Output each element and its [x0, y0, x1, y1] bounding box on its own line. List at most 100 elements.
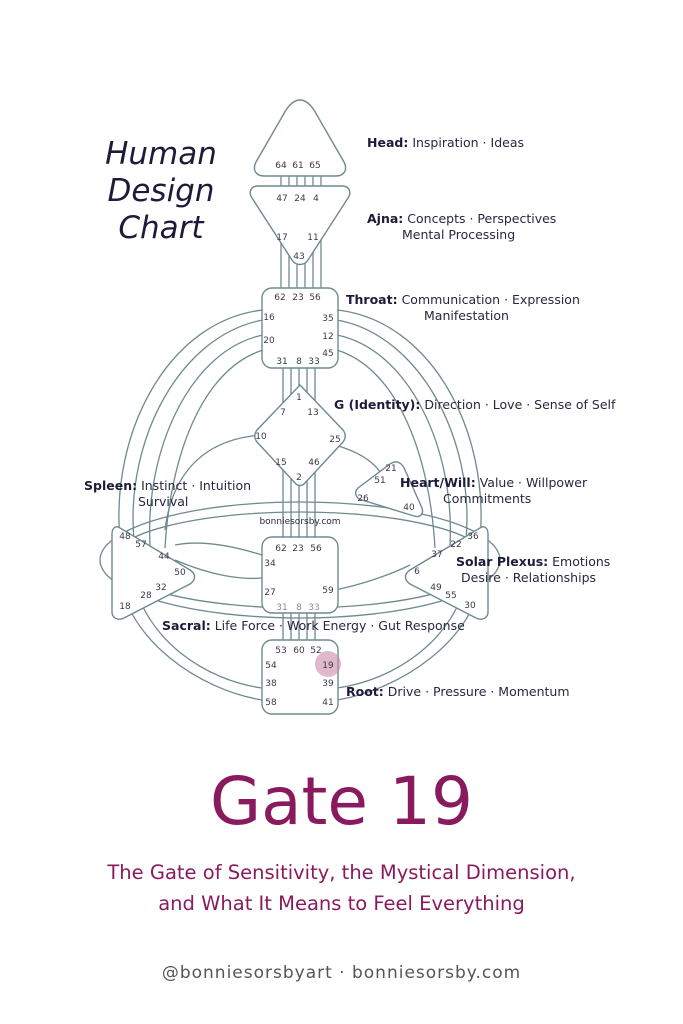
gate-8: 8 — [296, 357, 302, 367]
gate-31: 31 — [276, 357, 287, 367]
root-label-name: Root: — [346, 684, 384, 699]
gate-28: 28 — [140, 591, 152, 601]
gate-19: 19 — [322, 661, 334, 671]
ajna-label-desc: Concepts · Perspectives — [407, 211, 557, 226]
gate-24: 24 — [294, 194, 306, 204]
bodygraph-diagram: 64 61 65 47 24 4 17 11 43 62 23 56 16 20… — [99, 99, 501, 715]
gate-59: 59 — [322, 586, 334, 596]
gate-61: 61 — [292, 161, 303, 171]
ajna-label-name: Ajna: — [367, 211, 404, 226]
ajna-label-desc2: Mental Processing — [402, 227, 516, 242]
throat-label-desc2: Manifestation — [424, 308, 509, 323]
sacral-gate-8: 8 — [296, 603, 302, 613]
gate-65: 65 — [309, 161, 320, 171]
throat-label-desc: Communication · Expression — [401, 292, 580, 307]
gate-56: 56 — [309, 293, 321, 303]
gate-23: 23 — [292, 293, 303, 303]
solar-plexus-label: Solar Plexus: Emotions Desire · Relation… — [456, 554, 610, 586]
gate-1: 1 — [296, 393, 302, 403]
solar-plexus-label-desc: Emotions — [552, 554, 611, 569]
head-center — [253, 99, 347, 177]
root-label-desc: Drive · Pressure · Momentum — [387, 684, 570, 699]
throat-label-name: Throat: — [346, 292, 398, 307]
throat-center — [261, 287, 339, 369]
head-label-name: Head: — [367, 135, 409, 150]
sacral-gate-33: 33 — [308, 603, 319, 613]
gate-26: 26 — [357, 494, 369, 504]
gate-33: 33 — [308, 357, 319, 367]
gate-15: 15 — [275, 458, 286, 468]
gate-45: 45 — [322, 349, 333, 359]
gate-16: 16 — [263, 313, 275, 323]
gate-18: 18 — [119, 602, 131, 612]
watermark: bonniesorsby.com — [259, 517, 340, 527]
gate-21: 21 — [385, 464, 396, 474]
gate-34: 34 — [264, 559, 276, 569]
g-label: G (Identity): Direction · Love · Sense o… — [334, 397, 615, 413]
gate-subtitle: The Gate of Sensitivity, the Mystical Di… — [0, 857, 683, 919]
chart-title-line: Human — [105, 136, 217, 172]
sacral-label: Sacral: Life Force · Work Energy · Gut R… — [162, 618, 465, 634]
gate-subtitle-line: and What It Means to Feel Everything — [158, 892, 525, 915]
gate-49: 49 — [430, 583, 442, 593]
chart-title-line: Design — [107, 173, 215, 209]
gate-51: 51 — [374, 476, 385, 486]
solar-plexus-label-desc2: Desire · Relationships — [461, 570, 597, 585]
chart-title: Human Design Chart — [86, 136, 236, 247]
sacral-gate-56: 56 — [310, 544, 322, 554]
gate-12: 12 — [322, 332, 333, 342]
ajna-label: Ajna: Concepts · Perspectives Mental Pro… — [367, 211, 556, 243]
gate-48: 48 — [119, 532, 131, 542]
gate-7: 7 — [280, 408, 286, 418]
gate-19-highlight — [315, 651, 341, 677]
sacral-gate-31: 31 — [276, 603, 287, 613]
gate-41: 41 — [322, 698, 333, 708]
ajna-center — [249, 185, 351, 266]
g-label-name: G (Identity): — [334, 397, 421, 412]
gate-25: 25 — [329, 435, 340, 445]
spleen-label-desc: Instinct · Intuition — [141, 478, 252, 493]
spleen-label-name: Spleen: — [84, 478, 138, 493]
gate-10: 10 — [255, 432, 267, 442]
gate-heading: Gate 19 — [209, 763, 474, 840]
gate-2: 2 — [296, 473, 302, 483]
g-label-desc: Direction · Love · Sense of Self — [424, 397, 616, 412]
sacral-label-name: Sacral: — [162, 618, 211, 633]
g-center — [254, 383, 346, 487]
chart-title-line: Chart — [118, 210, 204, 246]
gate-47: 47 — [276, 194, 287, 204]
gate-57: 57 — [135, 540, 146, 550]
gate-53: 53 — [275, 646, 286, 656]
heart-label-name: Heart/Will: — [400, 475, 476, 490]
heart-label-desc: Value · Willpower — [479, 475, 588, 490]
gate-37: 37 — [431, 550, 442, 560]
gate-62: 62 — [274, 293, 285, 303]
gate-17: 17 — [276, 233, 287, 243]
gate-50: 50 — [174, 568, 186, 578]
gate-35: 35 — [322, 314, 333, 324]
gate-6: 6 — [414, 567, 420, 577]
heart-label-desc2: Commitments — [443, 491, 532, 506]
spleen-label-desc2: Survival — [138, 494, 189, 509]
gate-60: 60 — [293, 646, 305, 656]
gate-subtitle-line: The Gate of Sensitivity, the Mystical Di… — [107, 861, 576, 884]
sacral-gate-62: 62 — [275, 544, 286, 554]
gate-40: 40 — [403, 503, 415, 513]
solar-plexus-label-name: Solar Plexus: — [456, 554, 549, 569]
gate-46: 46 — [308, 458, 320, 468]
gate-54: 54 — [265, 661, 277, 671]
gate-20: 20 — [263, 336, 275, 346]
gate-13: 13 — [307, 408, 318, 418]
gate-11: 11 — [307, 233, 318, 243]
gate-22: 22 — [450, 540, 461, 550]
spleen-label: Spleen: Instinct · Intuition Survival — [84, 478, 251, 510]
gate-58: 58 — [265, 698, 277, 708]
heart-label: Heart/Will: Value · Willpower Commitment… — [400, 475, 587, 507]
root-label: Root: Drive · Pressure · Momentum — [346, 684, 570, 700]
gate-39: 39 — [322, 679, 334, 689]
sacral-center — [261, 536, 339, 614]
throat-label: Throat: Communication · Expression Manif… — [346, 292, 580, 324]
gate-44: 44 — [158, 552, 170, 562]
gate-55: 55 — [445, 591, 456, 601]
spleen-center — [111, 526, 196, 620]
